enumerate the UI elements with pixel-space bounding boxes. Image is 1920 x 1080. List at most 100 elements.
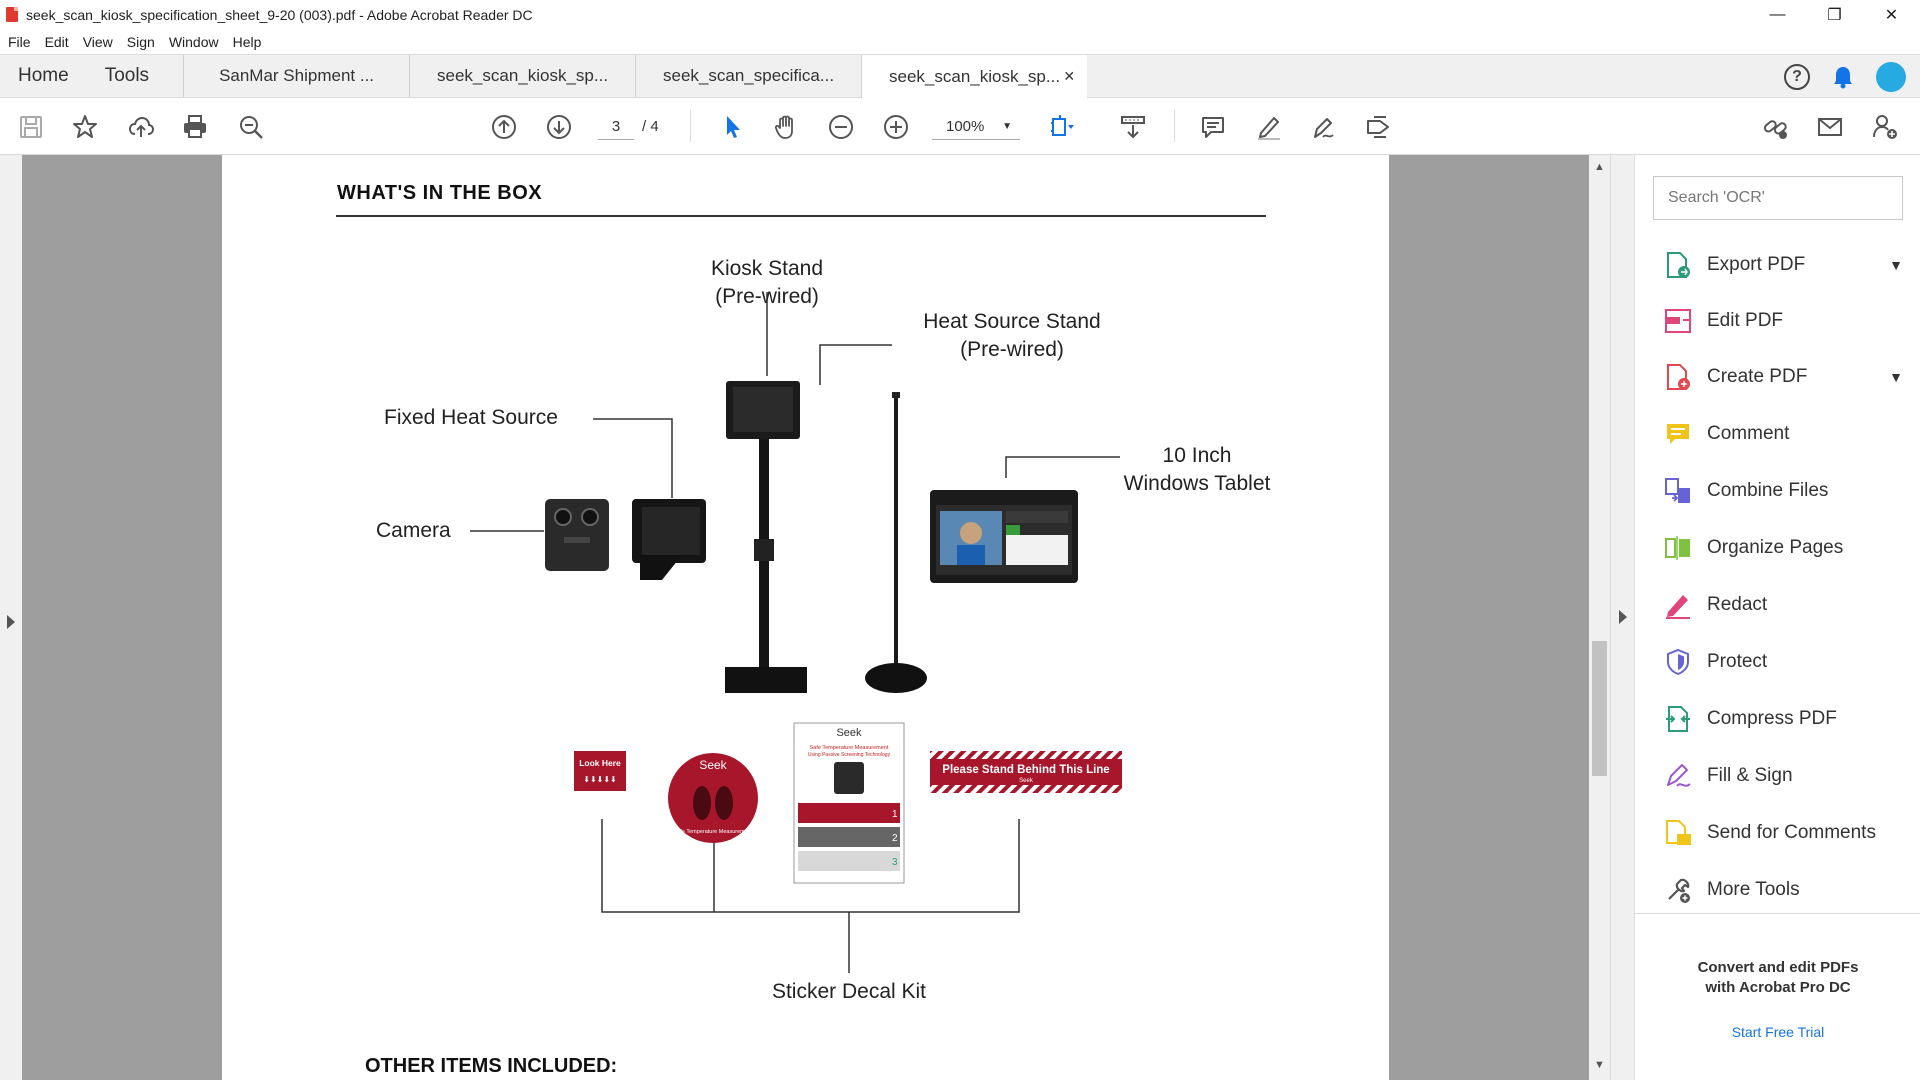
tool-create-pdf[interactable]: Create PDF ▼	[1663, 357, 1903, 397]
add-user-icon[interactable]	[1870, 112, 1900, 142]
promo-divider	[1635, 913, 1920, 914]
minimize-button[interactable]: —	[1769, 5, 1786, 23]
sticker-kit-label: Sticker Decal Kit	[771, 980, 927, 1003]
save-icon[interactable]	[16, 112, 46, 142]
promo-line-1: Convert and edit PDFs	[1697, 959, 1859, 976]
toolbar: 3 / 4 100% ▼	[0, 98, 1920, 155]
select-cursor-icon[interactable]	[718, 112, 748, 142]
pdf-file-icon	[6, 7, 18, 22]
right-pane-collapse-toggle[interactable]	[1610, 155, 1634, 1080]
sign-pen-icon[interactable]	[1308, 112, 1338, 142]
email-icon[interactable]	[1815, 112, 1845, 142]
scroll-up-icon[interactable]: ▲	[1594, 161, 1605, 173]
tool-redact[interactable]: Redact	[1663, 585, 1903, 625]
tool-label: Redact	[1707, 594, 1768, 615]
kiosk-stand-label: Kiosk Stand (Pre-wired)	[667, 255, 867, 311]
tool-send-for-comments[interactable]: Send for Comments	[1663, 813, 1903, 853]
menu-bar: File Edit View Sign Window Help	[0, 29, 1920, 54]
tab-home[interactable]: Home	[18, 65, 69, 86]
zoom-in-icon[interactable]	[881, 112, 911, 142]
doc-tab-kiosk-1[interactable]: seek_scan_kiosk_sp...	[409, 55, 635, 97]
left-pane-toggle[interactable]	[0, 155, 22, 1080]
redact-icon	[1666, 595, 1690, 619]
tool-edit-pdf[interactable]: Edit PDF	[1663, 301, 1903, 341]
highlight-pen-icon[interactable]	[1253, 112, 1283, 142]
menu-view[interactable]: View	[82, 33, 113, 50]
kiosk-stand-image	[725, 381, 807, 693]
user-avatar[interactable]	[1876, 62, 1906, 92]
vertical-scrollbar[interactable]: ▲ ▼	[1589, 155, 1610, 1080]
export-pdf-icon	[1667, 252, 1690, 278]
tool-protect[interactable]: Protect	[1663, 642, 1903, 682]
tablet-label-line1: 10 Inch	[1162, 444, 1232, 467]
scrollbar-thumb[interactable]	[1592, 641, 1607, 776]
more-tools-icon	[1668, 878, 1690, 903]
help-icon[interactable]: ?	[1784, 64, 1810, 90]
line-banner-brand: Seek	[1019, 778, 1034, 784]
down-arrows-icon: ⬇⬇⬇⬇⬇	[583, 775, 617, 784]
other-items-title: OTHER ITEMS INCLUDED:	[365, 1055, 618, 1077]
menu-help[interactable]: Help	[232, 33, 262, 50]
comment-icon[interactable]	[1198, 112, 1228, 142]
round-sticker-brand: Seek	[699, 758, 727, 772]
upload-cloud-icon[interactable]	[126, 112, 156, 142]
start-free-trial-link[interactable]: Start Free Trial	[1731, 1024, 1825, 1040]
close-window-button[interactable]: ✕	[1884, 6, 1899, 24]
tool-export-pdf[interactable]: Export PDF ▼	[1663, 245, 1903, 285]
compress-pdf-icon	[1666, 706, 1690, 732]
page-number-input[interactable]: 3	[598, 114, 634, 140]
share-link-icon[interactable]	[1760, 112, 1790, 142]
share-tag-icon[interactable]	[1363, 112, 1393, 142]
menu-file[interactable]: File	[8, 33, 31, 50]
tool-label: Comment	[1707, 423, 1790, 444]
toolbar-divider	[1174, 110, 1175, 142]
tools-search-input[interactable]: Search 'OCR'	[1653, 176, 1903, 220]
doc-tab-sanmar[interactable]: SanMar Shipment ...	[183, 55, 409, 97]
section-divider	[336, 215, 1266, 217]
section-title: WHAT'S IN THE BOX	[337, 182, 543, 204]
instruction-poster-sticker: Seek Safe Temperature Measurement Using …	[793, 722, 905, 884]
bookmark-star-icon[interactable]	[70, 112, 100, 142]
tablet-label: 10 Inch Windows Tablet	[1102, 442, 1292, 498]
zoom-out-icon[interactable]	[826, 112, 856, 142]
look-here-sticker: Look Here ⬇⬇⬇⬇⬇	[574, 751, 626, 791]
tool-more-tools[interactable]: More Tools	[1663, 870, 1903, 910]
close-tab-icon[interactable]: ✕	[1063, 68, 1076, 84]
scroll-mode-icon[interactable]	[1118, 112, 1148, 142]
menu-edit[interactable]: Edit	[44, 33, 69, 50]
notification-bell-icon[interactable]	[1832, 65, 1854, 89]
doc-tab-kiosk-active[interactable]: seek_scan_kiosk_sp... ✕	[861, 55, 1088, 99]
tool-comment[interactable]: Comment	[1663, 414, 1903, 454]
doc-tab-label: seek_scan_kiosk_sp...	[889, 66, 1061, 86]
chevron-down-icon[interactable]: ▼	[1889, 369, 1903, 385]
fixed-heat-source-label: Fixed Heat Source	[384, 406, 558, 429]
hand-tool-icon[interactable]	[771, 112, 801, 142]
scroll-down-icon[interactable]: ▼	[1594, 1059, 1605, 1071]
menu-window[interactable]: Window	[168, 33, 219, 50]
next-page-icon[interactable]	[544, 112, 574, 142]
zoom-level-select[interactable]: 100% ▼	[932, 114, 1020, 140]
chevron-down-icon[interactable]: ▼	[1889, 257, 1903, 273]
find-zoom-icon[interactable]	[236, 112, 266, 142]
doc-tab-label: seek_scan_specifica...	[663, 66, 835, 85]
tool-label: Edit PDF	[1707, 310, 1784, 331]
windows-tablet-image	[930, 490, 1078, 583]
stand-behind-line-sticker: Please Stand Behind This Line Seek	[930, 751, 1122, 793]
tool-compress-pdf[interactable]: Compress PDF	[1663, 699, 1903, 739]
tool-combine-files[interactable]: Combine Files	[1663, 471, 1903, 511]
previous-page-icon[interactable]	[489, 112, 519, 142]
window-title: seek_scan_kiosk_specification_sheet_9-20…	[26, 6, 533, 23]
menu-sign[interactable]: Sign	[126, 33, 155, 50]
upgrade-promo-text: Convert and edit PDFs with Acrobat Pro D…	[1635, 958, 1920, 998]
doc-tab-specification[interactable]: seek_scan_specifica...	[635, 55, 861, 97]
toolbar-divider	[690, 110, 691, 142]
print-icon[interactable]	[180, 112, 210, 142]
page-layout-icon[interactable]	[1047, 112, 1077, 142]
restore-button[interactable]: ❐	[1827, 6, 1842, 24]
tab-tools[interactable]: Tools	[104, 65, 150, 86]
tool-fill-sign[interactable]: Fill & Sign	[1663, 756, 1903, 796]
kiosk-stand-label-line1: Kiosk Stand	[710, 257, 824, 280]
heat-source-stand-label-line2: (Pre-wired)	[960, 338, 1064, 361]
combine-files-icon	[1665, 478, 1690, 503]
tool-organize-pages[interactable]: Organize Pages	[1663, 528, 1903, 568]
